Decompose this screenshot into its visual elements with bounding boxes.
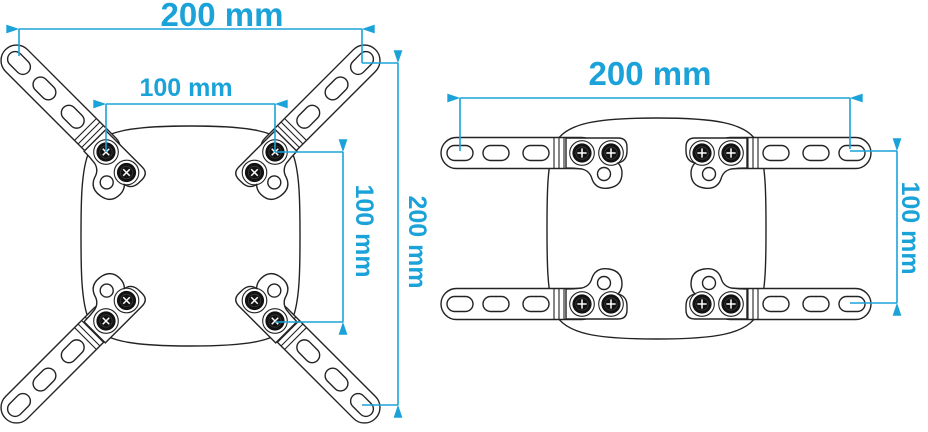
right-mount-view: 200 mm 100 mm <box>440 55 924 340</box>
dimension-leader-lines <box>362 62 398 406</box>
dim-label-right-width: 200 mm <box>589 55 712 92</box>
dim-label-left-inner-height: 100 mm <box>350 184 378 277</box>
dim-left-inner-width: 100 mm <box>93 74 288 152</box>
dimension-extension-lines <box>18 29 363 63</box>
dim-label-left-outer-width: 200 mm <box>161 0 284 33</box>
dimension-extension-lines <box>105 104 276 152</box>
dim-label-right-height: 100 mm <box>896 181 924 274</box>
dim-right-width: 200 mm <box>447 55 863 151</box>
dim-right-height: 100 mm <box>850 138 924 316</box>
dim-left-outer-height: 200 mm <box>362 50 431 418</box>
dim-left-outer-width: 200 mm <box>6 0 375 63</box>
dimension-leader-lines <box>275 151 343 323</box>
dim-label-left-inner-width: 100 mm <box>139 74 232 102</box>
dimension-extension-lines <box>459 98 851 151</box>
left-mount-view: 200 mm 100 mm 100 mm 200 mm <box>0 0 431 431</box>
dim-label-left-outer-height: 200 mm <box>403 195 431 288</box>
dim-left-inner-height: 100 mm <box>275 139 378 335</box>
dimension-leader-lines <box>850 150 897 304</box>
